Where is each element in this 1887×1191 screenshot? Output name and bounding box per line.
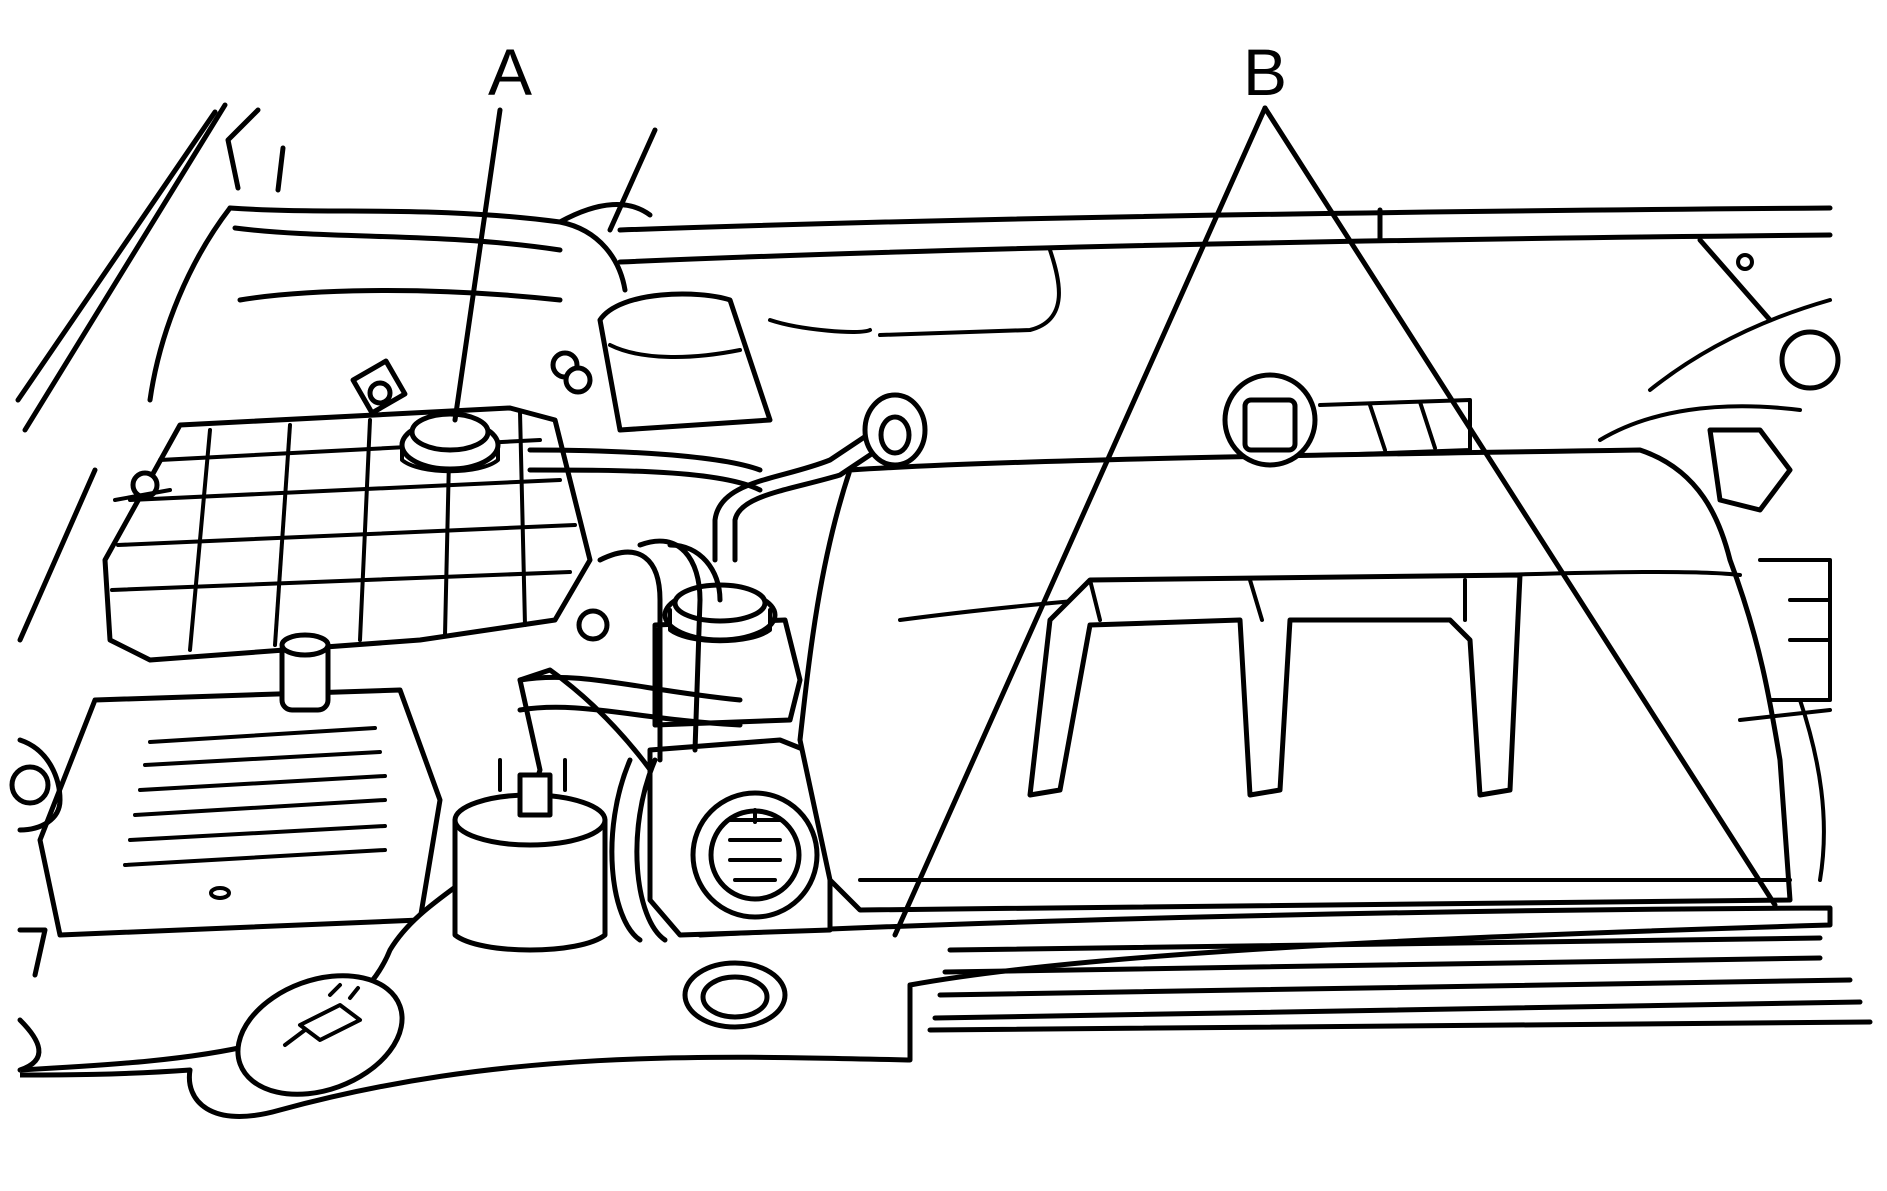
callout-a: A <box>452 35 532 423</box>
hoses <box>517 417 903 943</box>
vent-panel <box>37 632 443 938</box>
label-a: A <box>488 35 532 109</box>
engine-cover <box>797 447 1826 913</box>
oil-filler-neck <box>1222 372 1472 468</box>
reservoir-cap <box>399 411 501 474</box>
label-b: B <box>1243 35 1287 109</box>
master-cylinder <box>652 582 803 728</box>
washer-fluid-cap <box>235 973 405 1097</box>
oil-filter <box>452 758 608 953</box>
fluid-reservoir <box>647 737 833 938</box>
front-grille-bars <box>927 935 1873 1033</box>
intake-duct <box>597 248 1061 433</box>
right-side-components <box>1598 298 1841 722</box>
mounting-bolts <box>113 350 610 642</box>
coolant-reservoir <box>102 405 593 663</box>
callout-b: B <box>892 35 1778 938</box>
cowl-rails <box>617 205 1833 323</box>
strut-tower <box>9 737 63 1073</box>
left-fender-outline <box>15 102 286 643</box>
firewall-outline <box>227 127 658 303</box>
hose-clamp <box>862 392 928 468</box>
